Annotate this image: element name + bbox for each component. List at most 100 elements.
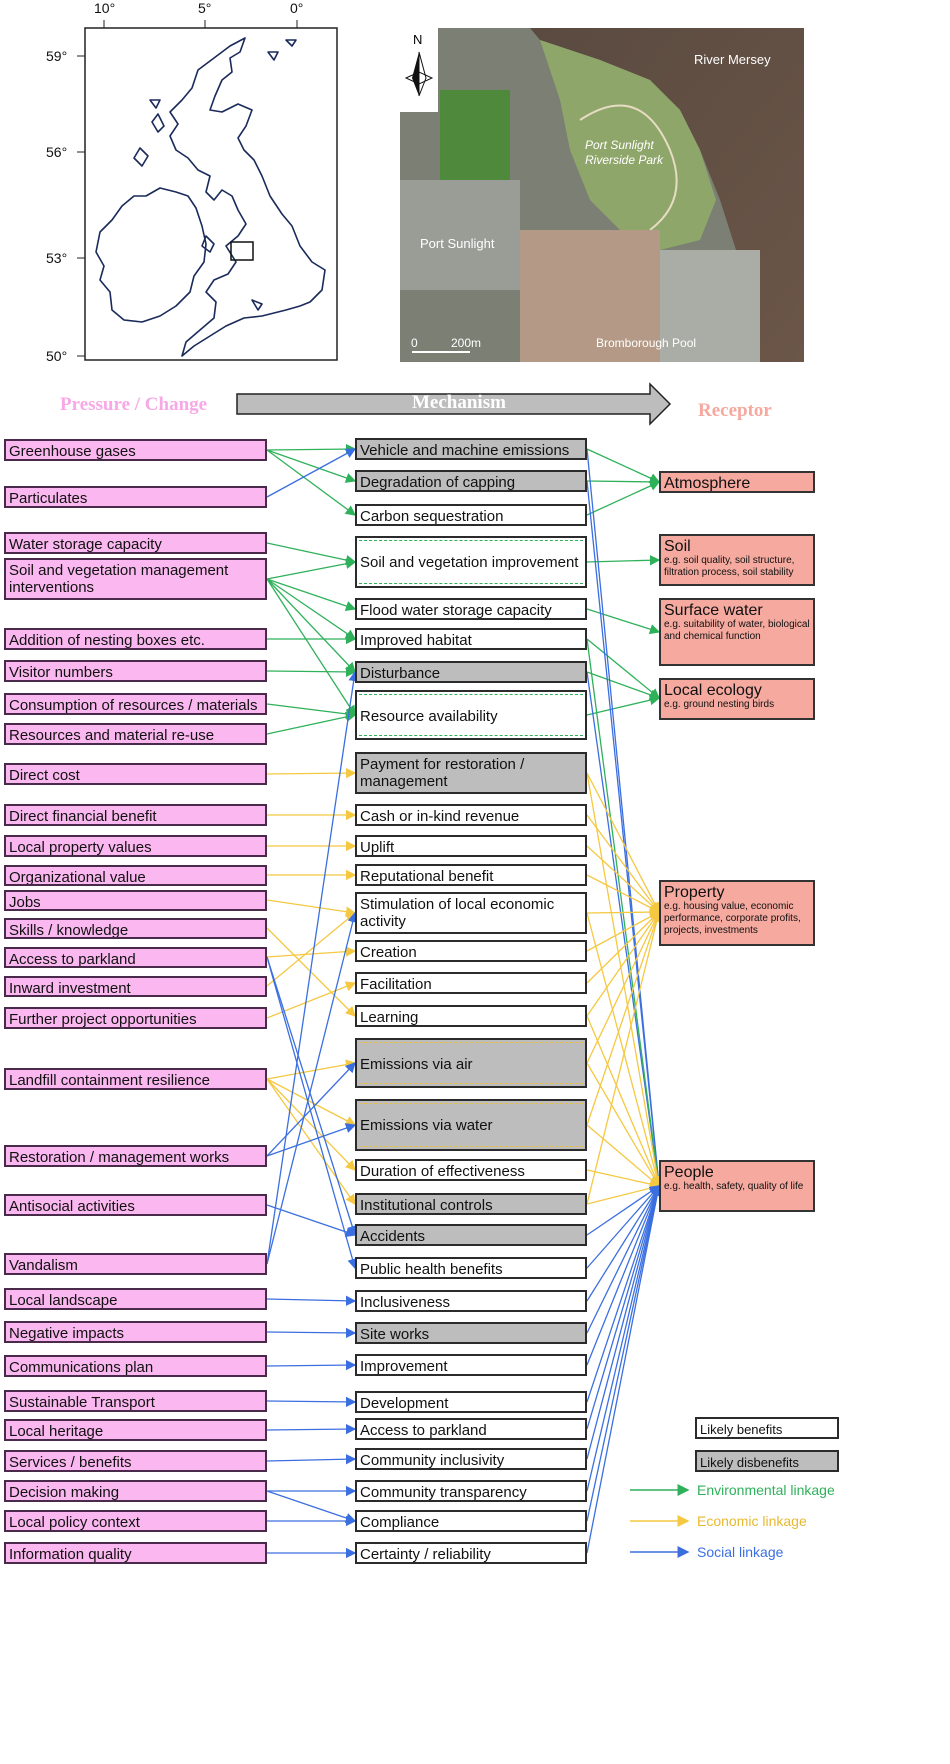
linkage-arrow	[266, 711, 357, 735]
urban-block-2	[520, 230, 660, 362]
linkage-arrow	[266, 666, 357, 678]
linkage-arrow	[266, 448, 357, 498]
linkage-arrow	[266, 443, 357, 455]
mechanism-box: Institutional controls	[355, 1193, 587, 1215]
pressure-box: Landfill containment resilience	[4, 1068, 267, 1090]
linkage-arrow	[266, 981, 357, 1019]
pressure-box: Visitor numbers	[4, 660, 267, 682]
pressure-box: Local property values	[4, 835, 267, 857]
mechanism-box: Resource availability	[355, 690, 587, 740]
legend-econ-label: Economic linkage	[697, 1513, 807, 1529]
header-receptor: Receptor	[698, 400, 772, 421]
pressure-box: Direct cost	[4, 763, 267, 785]
north-arrow-side	[404, 71, 434, 85]
pressure-box: Sustainable Transport	[4, 1390, 267, 1412]
pressure-box: Access to parkland	[4, 947, 267, 968]
lat-label-56: 56°	[46, 144, 68, 160]
aerial-svg	[400, 28, 804, 362]
linkage-arrow	[586, 1062, 660, 1188]
mechanism-box: Site works	[355, 1322, 587, 1344]
linkage-arrow	[586, 1184, 662, 1430]
linkage-arrow	[266, 946, 357, 958]
pressure-box: Resources and material re-use	[4, 723, 267, 745]
urban-block-1	[400, 180, 520, 290]
pressure-box: Jobs	[4, 890, 267, 911]
receptor-sub: e.g. suitability of water, biological an…	[664, 619, 810, 642]
mechanism-box: Improvement	[355, 1354, 587, 1376]
linkage-arrow	[266, 912, 357, 987]
mechanism-box: Uplift	[355, 835, 587, 857]
pressure-box: Information quality	[4, 1542, 267, 1564]
linkage-arrow	[266, 449, 357, 483]
legend-social-label: Social linkage	[697, 1544, 784, 1560]
linkage-arrow	[586, 910, 660, 1064]
scale-end: 200m	[451, 336, 482, 350]
linkage-arrow	[266, 1490, 357, 1523]
linkage-arrow	[266, 578, 357, 611]
pressure-box: Vandalism	[4, 1253, 267, 1275]
linkage-arrow	[266, 1295, 357, 1306]
mechanism-box: Payment for restoration / management	[355, 752, 587, 794]
receptor-property: Property e.g. housing value, economic pe…	[659, 880, 815, 946]
uk-map-ticks	[77, 20, 298, 357]
linkage-arrow	[586, 1169, 661, 1190]
river-mersey-area	[530, 28, 804, 362]
lon-label-5: 5°	[198, 0, 212, 16]
receptor-name: Surface water	[664, 602, 763, 619]
mechanism-box: Compliance	[355, 1510, 587, 1532]
linkage-arrow	[266, 1396, 357, 1408]
linkage-arrow	[266, 1078, 356, 1171]
linkage-arrow	[586, 910, 660, 1017]
park-area	[540, 40, 716, 250]
river-label: River Mersey	[694, 52, 771, 67]
receptor-sub: e.g. housing value, economic performance…	[664, 901, 801, 936]
pressure-box: Antisocial activities	[4, 1194, 267, 1216]
pressure-box: Greenhouse gases	[4, 439, 267, 461]
linkage-arrow	[586, 772, 660, 914]
mechanism-box: Improved habitat	[355, 628, 587, 650]
linkage-arrow	[266, 1204, 357, 1237]
linkage-arrow	[586, 874, 661, 913]
linkage-arrow	[586, 481, 661, 516]
linkage-arrow	[586, 1184, 660, 1302]
pressure-box: Soil and vegetation management intervent…	[4, 558, 267, 600]
linkage-arrow	[586, 695, 661, 716]
linkage-arrow	[266, 899, 357, 917]
pressure-box: Direct financial benefit	[4, 804, 267, 826]
mechanism-box: Inclusiveness	[355, 1290, 587, 1312]
linkage-arrow	[586, 671, 661, 700]
uk-coastline	[95, 37, 326, 357]
linkage-arrow	[266, 578, 357, 640]
linkage-arrow	[586, 1184, 662, 1492]
legend-disbenefit-swatch: Likely disbenefits	[695, 1450, 839, 1472]
lat-label-50: 50°	[46, 348, 68, 364]
linkage-arrow	[266, 1327, 357, 1339]
receptor-people: People e.g. health, safety, quality of l…	[659, 1160, 815, 1212]
mechanism-box: Degradation of capping	[355, 470, 587, 492]
pressure-box: Decision making	[4, 1480, 267, 1502]
linkage-arrow	[586, 906, 661, 918]
mechanism-box: Carbon sequestration	[355, 504, 587, 526]
linkage-arrow	[266, 1078, 357, 1126]
pressure-box: Addition of nesting boxes etc.	[4, 628, 267, 650]
linkage-arrow	[586, 910, 662, 1205]
mechanism-box: Stimulation of local economic activity	[355, 892, 587, 934]
linkage-arrow	[586, 911, 661, 952]
pressure-box: Organizational value	[4, 865, 267, 886]
pressure-box: Local policy context	[4, 1510, 267, 1532]
receptor-surface-water: Surface water e.g. suitability of water,…	[659, 598, 815, 666]
linkage-arrow	[266, 1359, 357, 1371]
pressure-box: Water storage capacity	[4, 532, 267, 554]
linkage-arrow	[586, 476, 661, 488]
mechanism-box: Emissions via air	[355, 1038, 587, 1088]
mechanism-box: Flood water storage capacity	[355, 598, 587, 620]
mechanism-box: Facilitation	[355, 972, 587, 994]
pressure-box: Skills / knowledge	[4, 918, 267, 939]
lon-label-0: 0°	[290, 0, 304, 16]
mechanism-box: Accidents	[355, 1224, 587, 1246]
mechanism-box: Access to parkland	[355, 1418, 587, 1440]
linkage-arrow	[586, 448, 661, 483]
